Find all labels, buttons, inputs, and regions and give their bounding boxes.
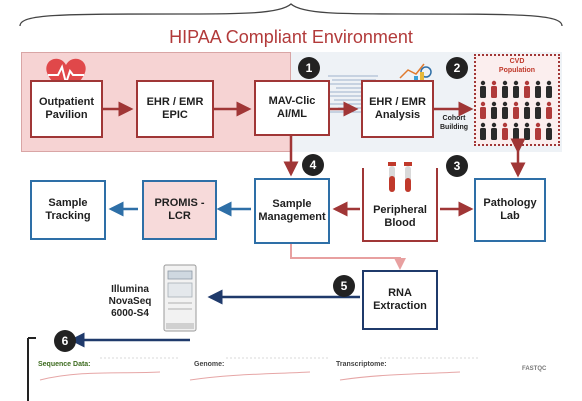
person-figure-body [546,107,552,119]
person-figure-body [535,128,541,140]
sample-tracking-box: Sample Tracking [30,180,106,240]
promis-lcr-label: PROMIS - LCR [154,197,205,222]
person-figure-body [491,86,497,98]
person-figure-body [535,107,541,119]
step-badge-5: 5 [333,275,355,297]
person-figure-body [491,128,497,140]
ehr-epic-box: EHR / EMR EPIC [136,80,214,138]
person-figure-body [524,107,530,119]
person-figure-head [491,122,497,128]
test-tubes-icon [388,162,412,192]
step-badge-2: 2 [446,57,468,79]
person-figure-head [535,80,541,86]
peripheral-blood-label: Peripheral Blood [373,204,427,229]
ehr-analysis-box: EHR / EMR Analysis [361,80,434,138]
person-figure-head [535,122,541,128]
person-figure-head [491,80,497,86]
person-figure-head [502,101,508,107]
ehr-analysis-label: EHR / EMR Analysis [369,96,426,121]
person-figure-body [480,128,486,140]
person-figure-head [513,122,519,128]
person-figure-body [491,107,497,119]
genome-label: Genome: [194,361,225,368]
sequencer-icon [163,264,197,332]
population-icon [480,80,552,140]
ehr-epic-label: EHR / EMR EPIC [146,96,204,121]
person-figure-head [480,80,486,86]
cohort-building-label: Cohort Building [440,115,468,131]
rna-extraction-box: RNA Extraction [362,270,438,330]
person-figure-head [524,101,530,107]
person-figure-body [513,107,519,119]
fastqc-logo: FASTQC [522,366,547,372]
outpatient-pavilion-box: Outpatient Pavilion [30,80,103,138]
person-figure-body [480,86,486,98]
person-figure-body [502,86,508,98]
person-figure-head [524,80,530,86]
sample-tracking-label: Sample Tracking [45,197,91,222]
person-figure-head [502,80,508,86]
person-figure-head [513,101,519,107]
page-title: HIPAA Compliant Environment [169,27,413,47]
person-figure-head [546,101,552,107]
person-figure-body [513,128,519,140]
pathology-lab-box: Pathology Lab [474,178,546,242]
person-figure-head [546,80,552,86]
person-figure-head [513,80,519,86]
person-figure-head [546,122,552,128]
person-figure-head [491,101,497,107]
sequencer-label: Illumina NovaSeq 6000-S4 [108,284,152,319]
step-badge-3: 3 [446,155,468,177]
person-figure-body [513,86,519,98]
person-figure-body [502,128,508,140]
person-figure-body [535,86,541,98]
person-figure-body [546,86,552,98]
pathology-lab-label: Pathology Lab [483,197,537,222]
top-brace [19,3,563,27]
person-figure-head [524,122,530,128]
outpatient-pavilion-label: Outpatient Pavilion [39,96,94,121]
person-figure-head [480,122,486,128]
person-figure-head [480,101,486,107]
person-figure-head [535,101,541,107]
person-figure-head [502,122,508,128]
person-figure-body [546,128,552,140]
transcriptome-label: Transcriptome: [336,361,387,368]
person-figure-body [480,107,486,119]
step-badge-4: 4 [302,154,324,176]
cvd-population-label: CVD Population [498,58,536,74]
mav-clic-box: MAV-Clic AI/ML [254,80,330,136]
bottom-panel-frame [27,337,480,401]
promis-lcr-box: PROMIS - LCR [142,180,217,240]
rna-extraction-label: RNA Extraction [373,287,427,312]
person-figure-body [524,128,530,140]
sample-management-box: Sample Management [254,178,330,244]
person-figure-body [524,86,530,98]
sequence-data-label: Sequence Data: [38,361,91,368]
person-figure-body [502,107,508,119]
mav-clic-label: MAV-Clic AI/ML [268,95,316,120]
peripheral-blood-box [362,168,438,242]
sample-management-label: Sample Management [258,198,326,223]
step-badge-1: 1 [298,57,320,79]
step-badge-6: 6 [54,330,76,352]
